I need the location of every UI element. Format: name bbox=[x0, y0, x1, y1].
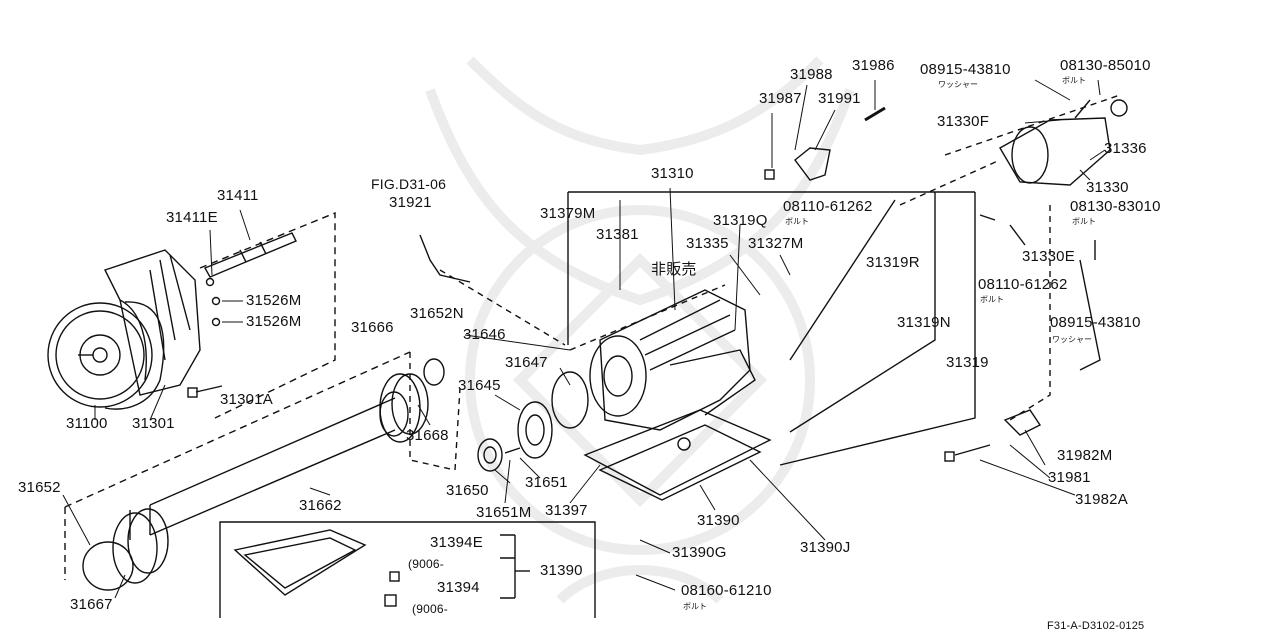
label-31411e: 31411E bbox=[166, 209, 218, 226]
label-08110-61262-right: 08110-61262 bbox=[978, 276, 1068, 293]
sublabel-bolt-center: ボルト bbox=[785, 217, 809, 226]
label-31381: 31381 bbox=[596, 226, 639, 243]
label-31988: 31988 bbox=[790, 66, 833, 83]
label-not-for-sale: 非販売 bbox=[651, 261, 697, 278]
snap-ring-31652 bbox=[82, 541, 134, 591]
label-31662: 31662 bbox=[299, 497, 342, 514]
extension-housing bbox=[999, 99, 1128, 186]
oil-pan bbox=[583, 409, 772, 501]
sublabel-bolt-bottom: ボルト bbox=[683, 602, 707, 611]
label-31651m: 31651M bbox=[476, 504, 532, 521]
label-fig-ref: FIG.D31-06 bbox=[371, 176, 447, 192]
label-08130-85010: 08130-85010 bbox=[1060, 57, 1151, 74]
sublabel-washer-right: ワッシャー bbox=[1052, 335, 1092, 344]
label-31390g: 31390G bbox=[672, 544, 727, 561]
label-08110-61262-center: 08110-61262 bbox=[783, 198, 873, 215]
label-31394: 31394 bbox=[437, 579, 480, 596]
label-31986: 31986 bbox=[852, 57, 895, 74]
label-31319r: 31319R bbox=[866, 254, 920, 271]
label-31319: 31319 bbox=[946, 354, 989, 371]
diagram-code: F31-A-D3102-0125 bbox=[1047, 620, 1145, 632]
label-31330e: 31330E bbox=[1022, 248, 1075, 265]
label-31394e-range: (9006- bbox=[408, 557, 444, 571]
sublabel-bolt-right: ボルト bbox=[980, 295, 1004, 304]
label-31319q: 31319Q bbox=[713, 212, 768, 229]
label-31666: 31666 bbox=[351, 319, 394, 336]
watermark-emblem bbox=[425, 56, 855, 604]
label-31335: 31335 bbox=[686, 235, 729, 252]
inset-box bbox=[219, 521, 596, 618]
torque-converter bbox=[47, 301, 165, 410]
label-31668: 31668 bbox=[406, 427, 449, 444]
bearing-31645 bbox=[517, 401, 553, 459]
label-31390: 31390 bbox=[697, 512, 740, 529]
label-08130-83010: 08130-83010 bbox=[1070, 198, 1161, 215]
label-31394-range: (9006- bbox=[412, 602, 448, 616]
sublabel-bolt-83010: ボルト bbox=[1072, 217, 1096, 226]
sublabel-washer-top: ワッシャー bbox=[938, 80, 978, 89]
label-31301a: 31301A bbox=[220, 391, 273, 408]
label-31526m-1: 31526M bbox=[246, 292, 302, 309]
label-31982a: 31982A bbox=[1075, 491, 1128, 508]
label-31646: 31646 bbox=[463, 326, 506, 343]
gear-31667 bbox=[112, 508, 169, 584]
label-31652n: 31652N bbox=[410, 305, 464, 322]
label-31310: 31310 bbox=[651, 165, 694, 182]
label-31982m: 31982M bbox=[1057, 447, 1113, 464]
label-31397: 31397 bbox=[545, 502, 588, 519]
bracket-31991 bbox=[794, 147, 831, 181]
label-31394e: 31394E bbox=[430, 534, 483, 551]
label-31301: 31301 bbox=[132, 415, 175, 432]
bolt-31301a bbox=[187, 385, 223, 398]
label-08160-61210: 08160-61210 bbox=[681, 582, 772, 599]
label-31651: 31651 bbox=[525, 474, 568, 491]
bracket-31982m bbox=[1003, 409, 1042, 436]
input-shaft bbox=[204, 232, 297, 278]
label-31921: 31921 bbox=[389, 194, 432, 211]
label-31667: 31667 bbox=[70, 596, 113, 613]
label-31330: 31330 bbox=[1086, 179, 1129, 196]
label-08915-43810-top: 08915-43810 bbox=[920, 61, 1011, 78]
snap-ring-31652n bbox=[423, 358, 445, 386]
label-31526m-2: 31526M bbox=[246, 313, 302, 330]
ring-31647 bbox=[551, 371, 589, 429]
label-31981: 31981 bbox=[1048, 469, 1091, 486]
label-31390j: 31390J bbox=[800, 539, 851, 556]
label-31379m: 31379M bbox=[540, 205, 596, 222]
label-31100: 31100 bbox=[66, 415, 108, 432]
label-31652: 31652 bbox=[18, 479, 61, 496]
seal-31650 bbox=[477, 438, 503, 472]
sensor-31921 bbox=[419, 234, 471, 283]
label-31650: 31650 bbox=[446, 482, 489, 499]
label-31390-box: 31390 bbox=[540, 562, 583, 579]
label-31327m: 31327M bbox=[748, 235, 804, 252]
label-31319n: 31319N bbox=[897, 314, 951, 331]
label-31647: 31647 bbox=[505, 354, 548, 371]
label-31987: 31987 bbox=[759, 90, 802, 107]
label-31330f: 31330F bbox=[937, 113, 990, 130]
label-08915-43810-right: 08915-43810 bbox=[1050, 314, 1141, 331]
label-31645: 31645 bbox=[458, 377, 501, 394]
label-31336: 31336 bbox=[1104, 140, 1147, 157]
sublabel-bolt-top: ボルト bbox=[1062, 76, 1086, 85]
label-31991: 31991 bbox=[818, 90, 861, 107]
transmission-case bbox=[589, 289, 756, 431]
converter-housing bbox=[104, 249, 201, 396]
label-31411: 31411 bbox=[217, 187, 259, 204]
